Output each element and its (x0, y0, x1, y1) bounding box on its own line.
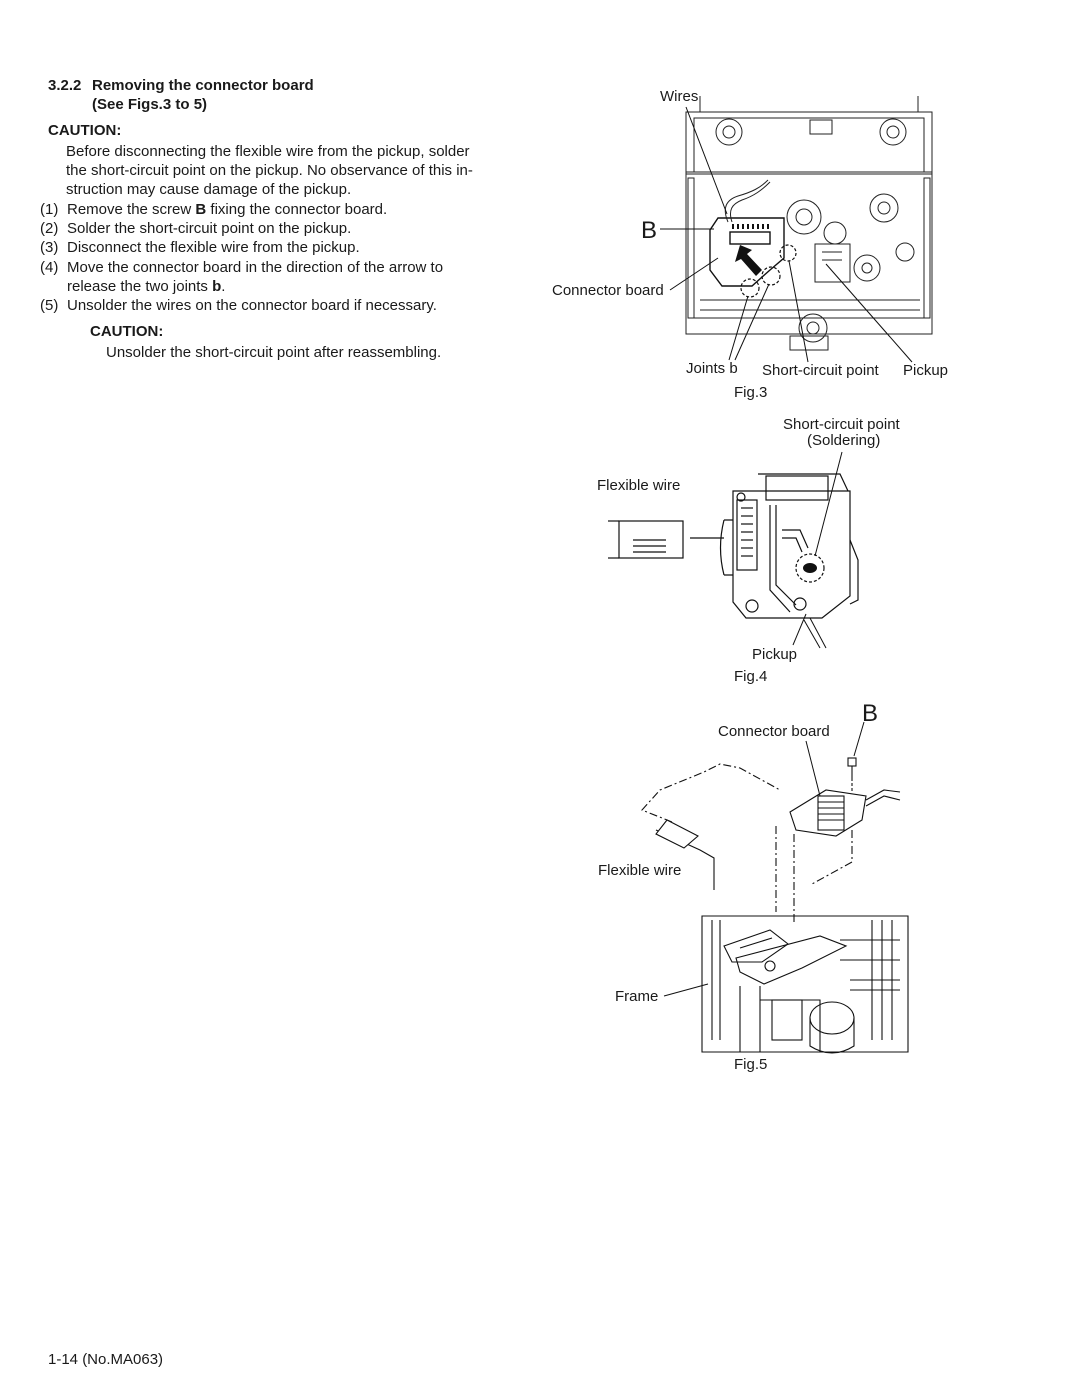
step-number: (5) (40, 297, 59, 314)
caution-heading: CAUTION: (48, 122, 122, 139)
step-1: (1) Remove the screw B fixing the connect… (40, 200, 387, 219)
fig5-connector-board-label: Connector board (718, 723, 830, 740)
fig3-joints-label: Joints b (686, 360, 738, 377)
step-text: release the two joints (67, 278, 213, 295)
fig4-pickup-label: Pickup (752, 646, 798, 663)
step-text: Disconnect the flexible wire from the pi… (67, 239, 360, 256)
step-3: (3) Disconnect the flexible wire from the… (40, 238, 360, 257)
step-2: (2) Solder the short-circuit point on the… (40, 219, 351, 238)
step-joint-label: b (212, 278, 222, 295)
step-4-continuation: release the two joints b. (67, 277, 225, 296)
fig3-caption: Fig.3 (734, 384, 768, 401)
fig5-frame-label: Frame (615, 988, 659, 1005)
step-text: Solder the short-circuit point on the pi… (67, 220, 352, 237)
step-number: (3) (40, 239, 59, 256)
page-footer: 1-14 (No.MA063) (48, 1351, 164, 1368)
caution-text-line: the short-circuit point on the pickup. N… (66, 162, 473, 179)
fig3-short-circuit-label: Short-circuit point (762, 362, 879, 379)
step-text: Remove the screw (67, 201, 196, 218)
fig4-caption: Fig.4 (734, 668, 768, 685)
fig4-soldering-label: (Soldering) (807, 432, 881, 449)
caution-heading-2: CAUTION: (90, 323, 164, 340)
step-text: Move the connector board in the directio… (67, 259, 444, 276)
section-title: Removing the connector board (92, 77, 314, 94)
fig3-wires-label: Wires (660, 88, 699, 105)
step-4: (4) Move the connector board in the direc… (40, 258, 443, 277)
fig4-flexible-wire-label: Flexible wire (597, 477, 681, 494)
section-number: 3.2.2 (48, 77, 82, 94)
step-text: . (221, 278, 226, 295)
fig3-pickup-label: Pickup (903, 362, 949, 379)
caution-text-line: struction may cause damage of the pickup… (66, 181, 352, 198)
caution-text-2: Unsolder the short-circuit point after r… (106, 344, 442, 361)
fig5-b-marker: B (862, 700, 879, 727)
section-subtitle: (See Figs.3 to 5) (92, 96, 208, 113)
step-text: fixing the connector board. (206, 201, 388, 218)
step-number: (2) (40, 220, 59, 237)
fig5-caption: Fig.5 (734, 1056, 768, 1073)
step-number: (4) (40, 259, 59, 276)
fig5-flexible-wire-label: Flexible wire (598, 862, 682, 879)
fig4-short-circuit-label: Short-circuit point (783, 416, 900, 433)
fig3-connector-board-label: Connector board (552, 282, 664, 299)
step-screw-label: B (195, 201, 207, 218)
step-number: (1) (40, 201, 59, 218)
step-5: (5) Unsolder the wires on the connector b… (40, 296, 437, 315)
fig3-b-marker: B (641, 217, 658, 244)
caution-text-line: Before disconnecting the flexible wire f… (66, 143, 470, 160)
step-text: Unsolder the wires on the connector boar… (67, 297, 437, 314)
